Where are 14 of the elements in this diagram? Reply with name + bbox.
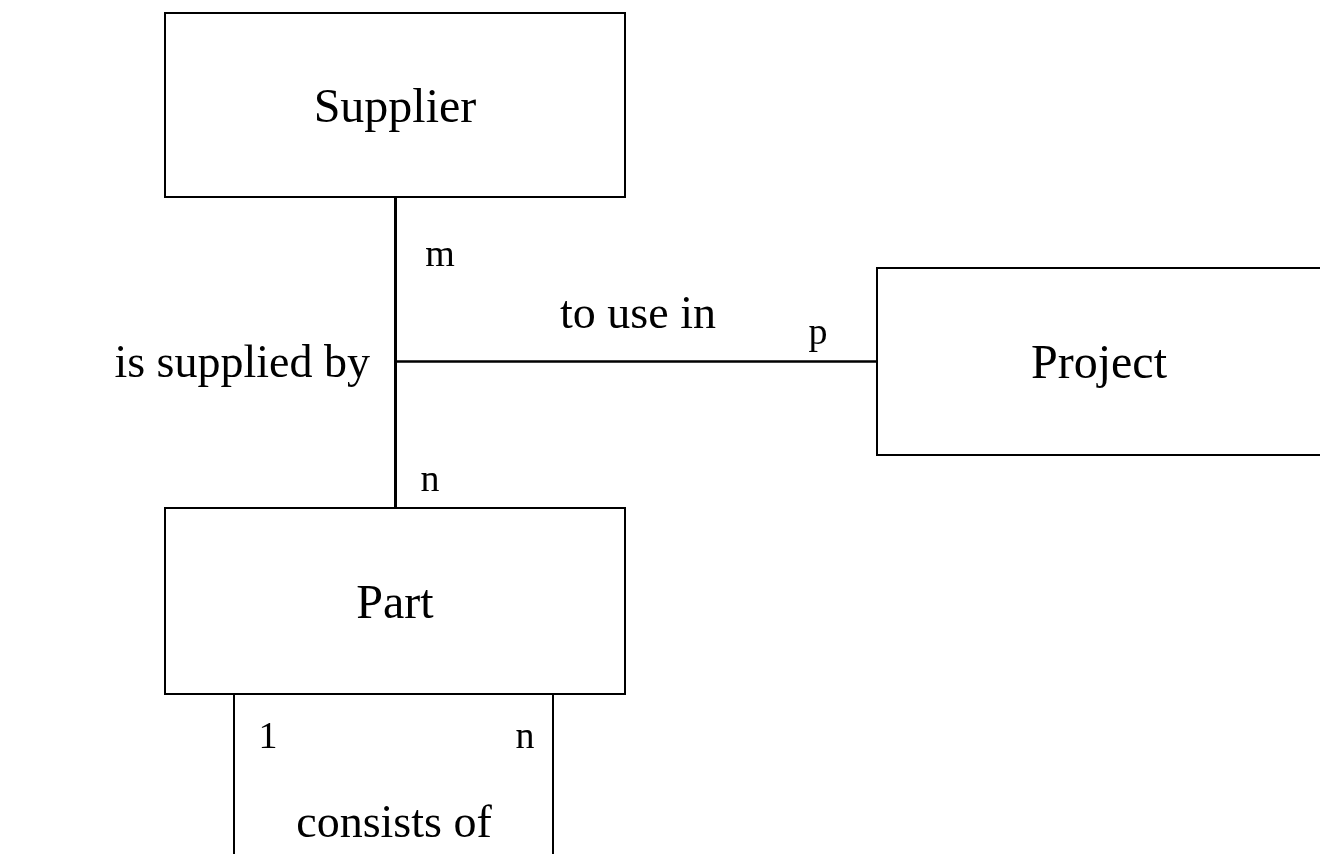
entity-box bbox=[164, 12, 626, 198]
connector-line bbox=[394, 197, 396, 508]
connector-line bbox=[395, 360, 877, 508]
cardinality-label: 1 bbox=[258, 716, 278, 754]
entity-name: Part bbox=[356, 573, 434, 629]
entity-name: Project bbox=[1031, 334, 1167, 389]
connector-line bbox=[233, 694, 554, 854]
cardinality-label: n bbox=[515, 716, 535, 754]
cardinality-label: p bbox=[808, 312, 828, 350]
cardinality-label: m bbox=[425, 234, 455, 272]
entity-box bbox=[876, 267, 1320, 456]
entity-box bbox=[164, 507, 626, 695]
entity-name: Supplier bbox=[313, 77, 477, 133]
cardinality-label: n bbox=[420, 459, 440, 497]
